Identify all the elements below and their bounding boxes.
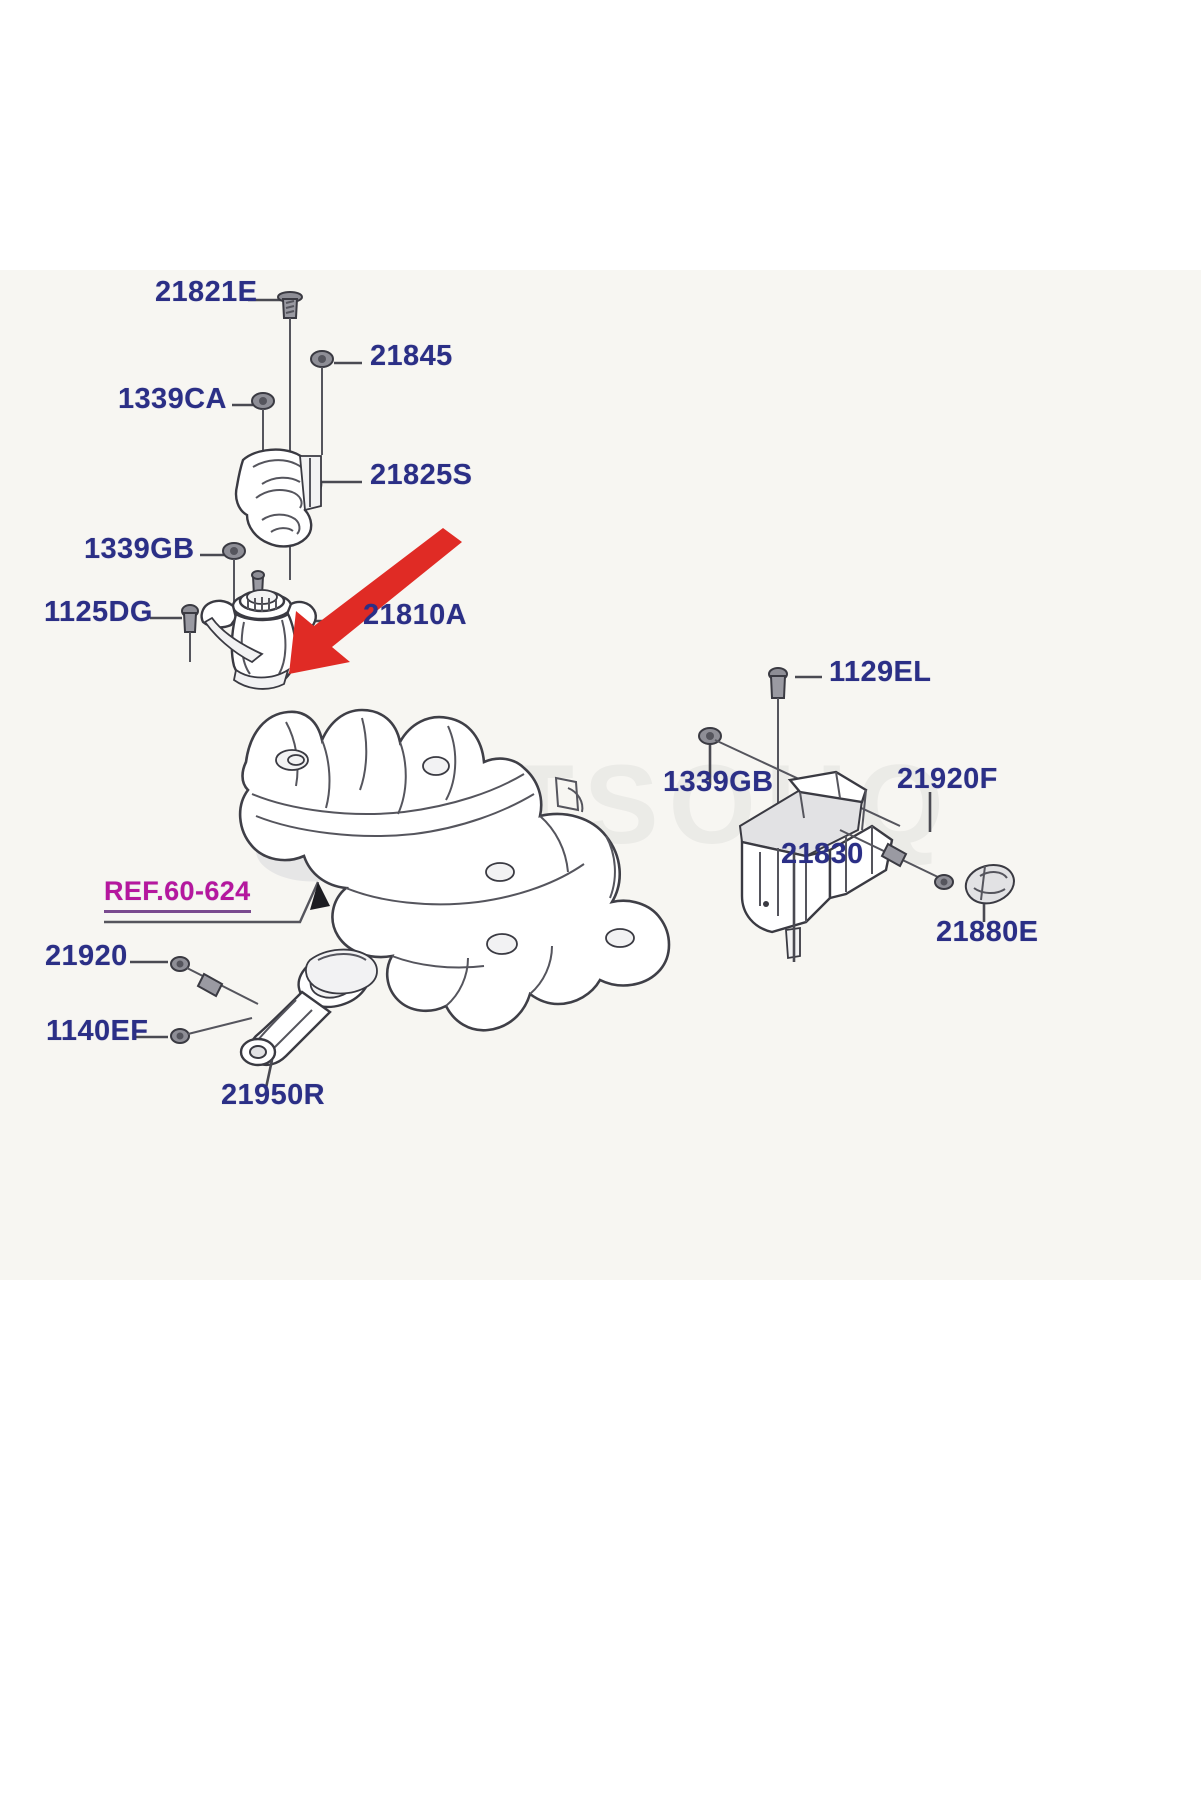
part-21880e [964,864,1015,922]
part-label-21830: 21830 [781,838,864,870]
part-21920f [839,792,954,890]
part-21830 [738,770,894,962]
part-label-1140ef: 1140EF [46,1015,149,1047]
reference-label: REF.60-624 [104,878,251,913]
part-label-21845: 21845 [370,340,453,372]
part-label-21825s: 21825S [370,459,473,491]
part-1125dg [181,604,199,662]
part-21825s [234,448,323,548]
leader-21950r [264,1059,274,1089]
part-label-1339ca: 1339CA [118,383,227,415]
part-subframe [238,708,671,1032]
part-21810a [200,570,317,690]
part-1140ef [134,1017,253,1044]
part-label-21950r: 21950R [221,1079,325,1111]
part-label-21920: 21920 [45,940,128,972]
part-label-1129el: 1129EL [829,656,932,688]
diagram-canvas: PARTSOUQ [0,270,1201,1280]
part-21950r [239,948,378,1089]
part-label-21920f: 21920F [897,763,998,795]
part-21920 [130,956,259,1005]
part-label-21821e: 21821E [155,276,258,308]
ref-pointer [104,881,330,924]
part-label-21880e: 21880E [936,916,1039,948]
part-label-1339gb-upper: 1339GB [84,533,195,565]
diagram-artwork [104,291,1015,1089]
part-21845 [310,350,334,455]
part-1339ca [251,392,275,455]
part-label-1339gb-right: 1339GB [663,766,774,798]
part-label-1125dg: 1125DG [44,596,153,628]
diagram-inner: 21821E 21845 1339CA 21825S 1339GB 1125DG… [0,270,1201,1280]
part-label-21810a: 21810A [363,599,467,631]
red-highlight-arrow [289,528,462,674]
